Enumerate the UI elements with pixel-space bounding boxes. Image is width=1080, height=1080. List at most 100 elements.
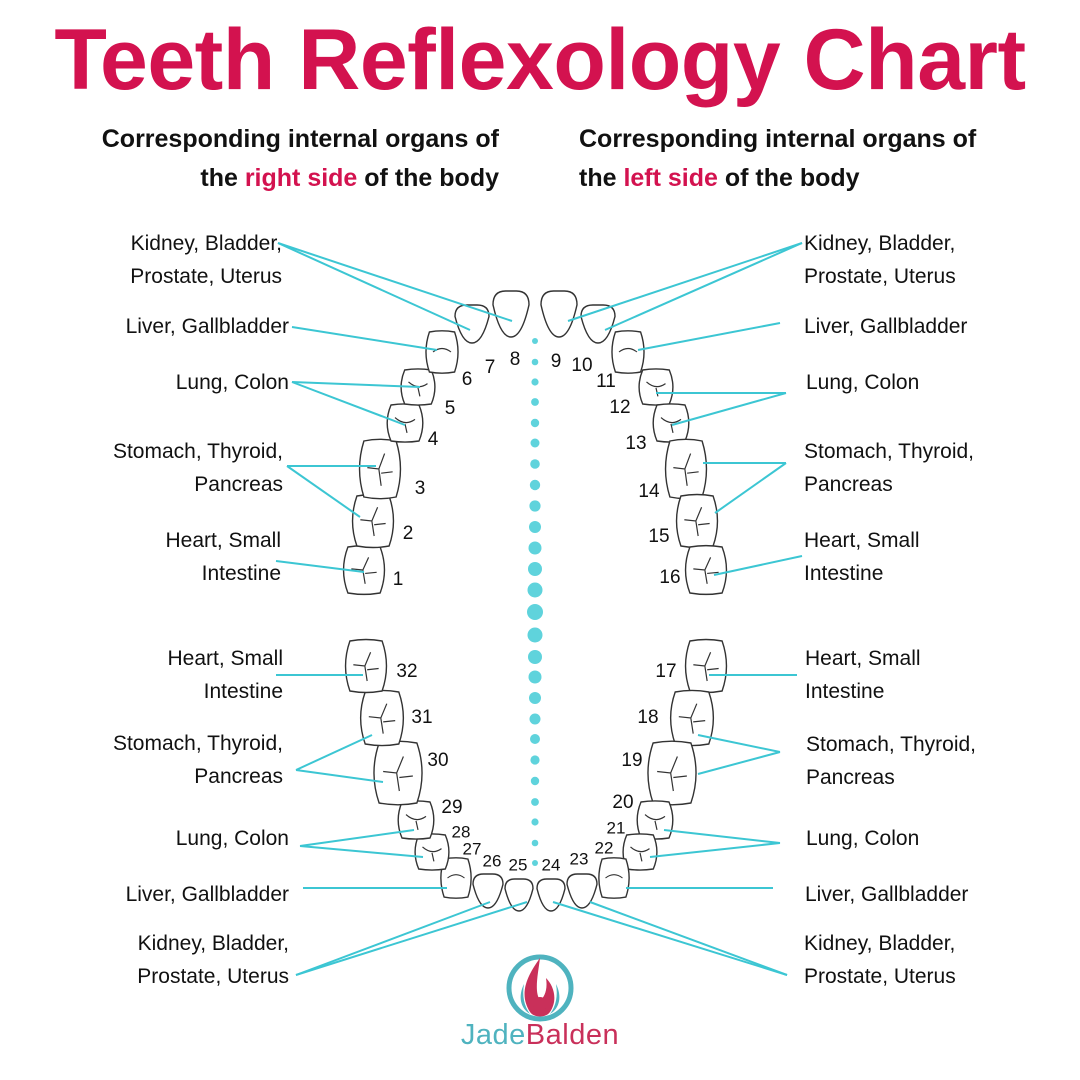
connector-line	[299, 845, 424, 858]
tooth-number: 32	[396, 661, 417, 682]
organ-label-line: Lung, Colon	[806, 371, 920, 394]
tooth-number: 20	[612, 792, 633, 813]
connector-line	[671, 392, 787, 426]
tooth-groove	[605, 874, 623, 879]
tooth-outline	[566, 873, 598, 909]
tooth-outline	[344, 638, 388, 694]
connector-line	[295, 769, 384, 783]
logo: JadeBalden	[440, 950, 640, 1060]
tooth	[359, 689, 405, 747]
tooth-outline	[454, 304, 490, 344]
midline-dot	[530, 418, 540, 428]
tooth-groove	[678, 703, 706, 734]
organ-label-stomach: Stomach, Thyroid,Pancreas	[113, 727, 283, 793]
tooth-groove	[422, 846, 442, 862]
tooth-number: 18	[637, 707, 658, 728]
tooth-outline	[611, 330, 645, 374]
organ-label-kidney: Kidney, Bladder,Prostate, Uterus	[130, 227, 282, 293]
tooth-outline	[664, 438, 708, 500]
midline-dot	[531, 398, 539, 406]
midline-dot	[529, 692, 541, 704]
connector-line	[713, 555, 803, 576]
tooth	[492, 290, 530, 338]
tooth-outline	[440, 857, 472, 899]
connector-line	[291, 326, 438, 351]
organ-label-lung: Lung, Colon	[806, 822, 919, 855]
midline-dot	[529, 713, 541, 725]
organ-label-kidney: Kidney, Bladder,Prostate, Uterus	[137, 927, 289, 993]
connector-line	[275, 560, 365, 573]
tooth	[669, 689, 715, 747]
midline-dot	[529, 500, 541, 512]
tooth-outline	[492, 290, 530, 338]
connector-line	[649, 842, 781, 858]
connector-line	[697, 734, 781, 753]
connector-line	[295, 901, 528, 976]
tooth	[652, 403, 690, 443]
organ-label-line: Kidney, Bladder,	[804, 932, 956, 955]
tooth-groove	[684, 507, 710, 537]
tooth	[504, 878, 534, 912]
tooth-outline	[536, 878, 566, 912]
midline-dot	[531, 378, 539, 386]
midline-dot	[532, 338, 538, 344]
tooth-outline	[598, 857, 630, 899]
organ-label-line: Prostate, Uterus	[804, 965, 956, 988]
tooth-outline	[504, 878, 534, 912]
organ-label-line: Liver, Gallbladder	[125, 883, 289, 906]
tooth-outline	[472, 873, 504, 909]
organ-label-line: Kidney, Bladder,	[130, 232, 282, 255]
organ-label-lung: Lung, Colon	[176, 822, 289, 855]
tooth-number: 27	[463, 839, 482, 858]
midline-dot	[532, 860, 538, 866]
tooth-outline	[684, 638, 728, 694]
organ-label-line: Pancreas	[806, 766, 895, 789]
tooth-number: 17	[655, 661, 676, 682]
organ-label-kidney: Kidney, Bladder, Prostate, Uterus	[804, 927, 956, 993]
tooth-number: 29	[441, 797, 462, 818]
organ-label-line: Stomach, Thyroid,	[806, 733, 977, 756]
tooth	[386, 403, 424, 443]
organ-label-kidney: Kidney, Bladder,Prostate, Uterus	[804, 227, 956, 293]
subheading-line: the right side of the body	[200, 164, 499, 192]
tooth	[684, 638, 728, 694]
tooth-number: 19	[621, 750, 642, 771]
tooth-outline	[675, 493, 719, 549]
organ-label-line: Prostate, Uterus	[137, 965, 289, 988]
tooth	[414, 833, 450, 871]
tooth-number: 25	[509, 855, 528, 874]
tooth-number: 2	[403, 523, 414, 544]
connector-line	[291, 381, 406, 426]
subheading-left-side: Corresponding internal organs of the lef…	[579, 120, 976, 198]
tooth-groove	[432, 347, 452, 353]
organ-label-line: Liver, Gallbladder	[125, 315, 289, 338]
tooth	[611, 330, 645, 374]
connector-line	[291, 381, 421, 388]
tooth-number: 23	[570, 849, 589, 868]
organ-label-line: Lung, Colon	[175, 371, 289, 394]
tooth-groove	[360, 507, 386, 537]
tooth-number: 24	[542, 855, 561, 874]
tooth-number: 21	[607, 818, 626, 837]
tooth-outline	[647, 740, 697, 806]
midline-dot	[530, 776, 540, 786]
tooth-number: 30	[427, 750, 448, 771]
tooth-number: 31	[411, 707, 432, 728]
tooth-groove	[673, 453, 699, 486]
organ-label-liver: Liver, Gallbladder	[126, 310, 289, 343]
organ-label-stomach: Stomach, Thyroid,Pancreas	[113, 435, 283, 501]
tooth-number: 22	[595, 838, 614, 857]
connector-line	[697, 751, 781, 775]
tooth	[425, 330, 459, 374]
connector-line	[277, 242, 471, 331]
midline-dot	[528, 650, 542, 664]
tooth-groove	[394, 417, 416, 434]
tooth-outline	[351, 493, 395, 549]
organ-label-line: Heart, Small	[167, 647, 283, 670]
subheading-right-side: Corresponding internal organs of the rig…	[102, 120, 499, 198]
tooth-groove	[367, 453, 393, 486]
midline-dot	[530, 755, 540, 765]
tooth-groove	[657, 756, 687, 792]
